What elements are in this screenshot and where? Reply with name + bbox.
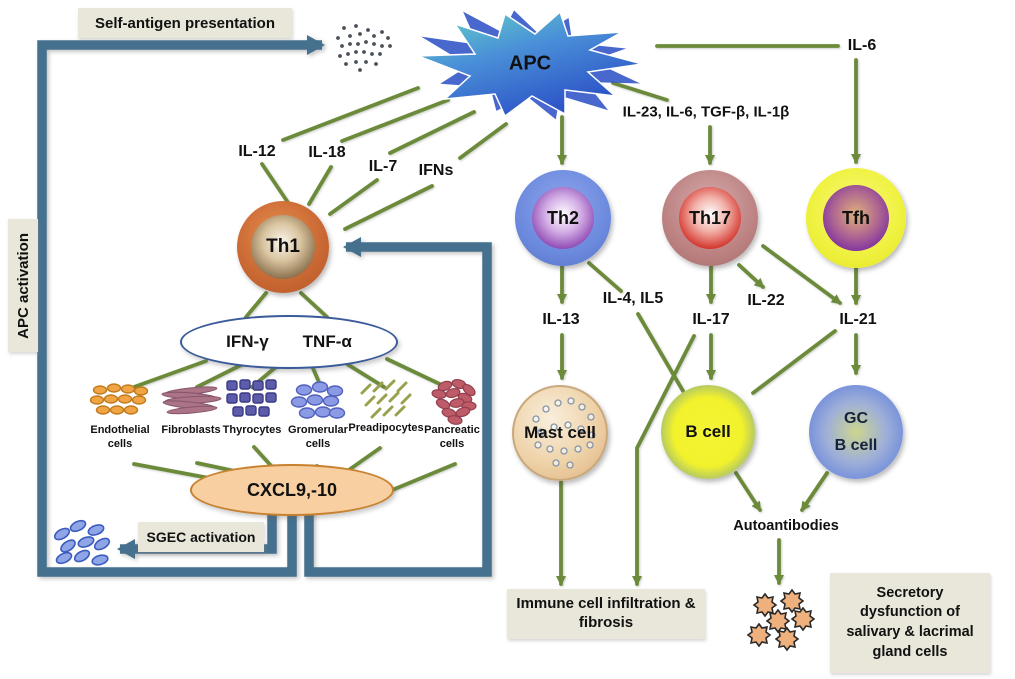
gromerular-cells-label: Gromerular cells	[288, 424, 348, 450]
infiltration-outcome-box: Immune cell infiltration & fibrosis	[507, 589, 705, 639]
th17-cell: Th17	[662, 170, 758, 266]
il17-label: IL-17	[692, 311, 730, 328]
th1-cell: Th1	[237, 201, 329, 293]
apc-node-label: APC	[508, 52, 552, 75]
thyrocytes-label: Thyrocytes	[222, 424, 282, 436]
il4-il5-label: IL-4, IL5	[602, 290, 664, 307]
sgec-activation-box: SGEC activation	[138, 522, 264, 552]
gc-b-cell-label-line2: B cell	[834, 436, 878, 454]
gc-b-cell-label-line1: GC	[844, 409, 868, 427]
tfh-cell: Tfh	[806, 168, 906, 268]
il23-combo-label: IL-23, IL-6, TGF-β, IL-1β	[622, 103, 790, 121]
ifn-gamma-label: IFN-γ	[226, 332, 269, 351]
apc-activation-label: APC activation	[14, 232, 32, 339]
th1-feedback-arrow	[304, 237, 492, 577]
tfh-label: Tfh	[823, 185, 889, 251]
autoantibodies-label: Autoantibodies	[733, 518, 839, 534]
sgec-activation-label: SGEC activation	[146, 529, 256, 545]
th17-label: Th17	[679, 187, 741, 249]
b-cell: B cell	[661, 385, 755, 479]
sgec-cells-icon	[53, 519, 111, 566]
th1-label: Th1	[251, 215, 315, 279]
damaged-gland-cells-icon	[748, 590, 814, 650]
apc-activation-box: APC activation	[8, 219, 38, 352]
ifn-tnf-ellipse: IFN-γ TNF-α	[180, 315, 398, 369]
tnf-alpha-label: TNF-α	[302, 332, 352, 351]
self-antigen-particles-icon	[336, 24, 392, 72]
pancreatic-cells-icon	[425, 378, 479, 431]
endothelial-cells-label: Endothelial cells	[90, 424, 150, 450]
mast-cell-label: Mast cell	[524, 423, 596, 442]
fibroblasts-icon	[155, 383, 227, 422]
th2-label: Th2	[532, 187, 594, 249]
gromerular-cells-icon	[289, 380, 347, 429]
il6-label: IL-6	[847, 37, 877, 54]
secretory-dysfunction-box: Secretory dysfunction of salivary & lacr…	[830, 573, 990, 673]
pancreatic-cells-label: Pancreatic cells	[424, 424, 480, 450]
infiltration-outcome-label: Immune cell infiltration & fibrosis	[516, 595, 696, 631]
mast-cell: Mast cell	[512, 385, 608, 481]
preadipocytes-label: Preadipocytes	[348, 422, 424, 434]
self-antigen-presentation-label: Self-antigen presentation	[94, 14, 276, 32]
apc-activation-loop-arrow	[37, 35, 325, 577]
cxcl9-10-label: CXCL9,-10	[246, 479, 338, 500]
gc-b-cell: GC B cell	[809, 385, 903, 479]
il7-label: IL-7	[368, 158, 398, 175]
b-cell-label: B cell	[685, 422, 731, 441]
preadipocytes-icon	[354, 379, 414, 428]
cxcl9-10-ellipse: CXCL9,-10	[190, 464, 394, 516]
thyrocytes-icon	[225, 379, 279, 426]
fibroblasts-label: Fibroblasts	[161, 424, 221, 436]
mast-cell-granules-icon	[532, 397, 596, 469]
il13-label: IL-13	[542, 311, 580, 328]
secretory-dysfunction-label: Secretory dysfunction of salivary & lacr…	[846, 584, 974, 660]
apc-starburst	[417, 10, 643, 120]
il22-label: IL-22	[747, 292, 785, 309]
il12-label: IL-12	[238, 143, 276, 160]
il21-label: IL-21	[839, 311, 877, 328]
il18-label: IL-18	[308, 144, 346, 161]
th2-cell: Th2	[515, 170, 611, 266]
self-antigen-presentation-box: Self-antigen presentation	[78, 8, 292, 38]
ifns-label: IFNs	[418, 162, 454, 179]
endothelial-cells-icon	[88, 382, 152, 425]
